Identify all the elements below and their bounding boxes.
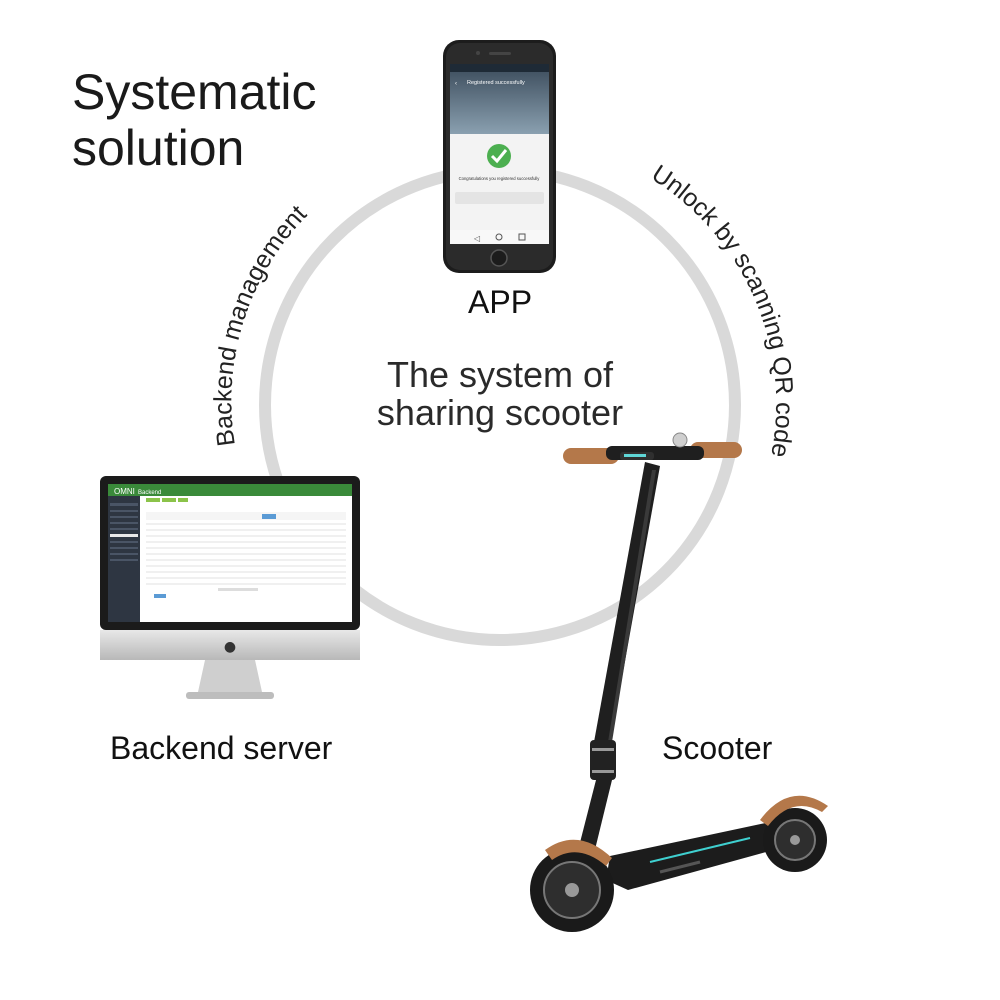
home-button (490, 249, 508, 267)
nav-back-icon: ◁ (473, 234, 480, 243)
admin-app-name: Backend (138, 490, 161, 496)
folding-joint (590, 740, 616, 780)
imac-monitor: OMNI Backend (100, 476, 360, 699)
headline-line-1: Systematic (72, 64, 317, 120)
phone-message: Congratulations you registered successfu… (459, 176, 541, 181)
headline-line-2: solution (72, 120, 245, 176)
apple-logo-icon: ● (224, 639, 236, 655)
label-backend-server: Backend server (110, 730, 333, 766)
label-app: APP (468, 284, 533, 320)
center-title-line-1: The system of (386, 354, 614, 395)
monitor-screen (108, 484, 352, 622)
monitor-base (186, 692, 274, 699)
admin-table (146, 523, 346, 585)
monitor-stand (198, 660, 262, 692)
electric-scooter (530, 432, 828, 932)
admin-topbar (108, 484, 352, 496)
center-title-line-2: sharing scooter (376, 392, 624, 433)
phone-speaker (489, 52, 511, 55)
bell-icon (672, 432, 688, 448)
left-grip (563, 448, 619, 464)
phone-button (455, 192, 544, 204)
deck-light (649, 837, 751, 863)
phone-header-title: Registered successfully (467, 80, 525, 86)
phone-header-image (450, 64, 549, 134)
center-title: The system of sharing scooter (330, 356, 670, 432)
nav-home-icon (495, 233, 503, 241)
nav-recent-icon (518, 233, 526, 241)
smartphone: ‹ Registered successfully Congratulation… (443, 40, 556, 273)
front-fender (545, 839, 612, 866)
phone-back-icon: ‹ (455, 81, 457, 87)
rear-fender (760, 795, 828, 826)
success-check-icon (487, 144, 511, 168)
headline: Systematic solution (72, 64, 317, 176)
label-scooter: Scooter (662, 730, 773, 766)
admin-brand: OMNI (114, 487, 135, 496)
